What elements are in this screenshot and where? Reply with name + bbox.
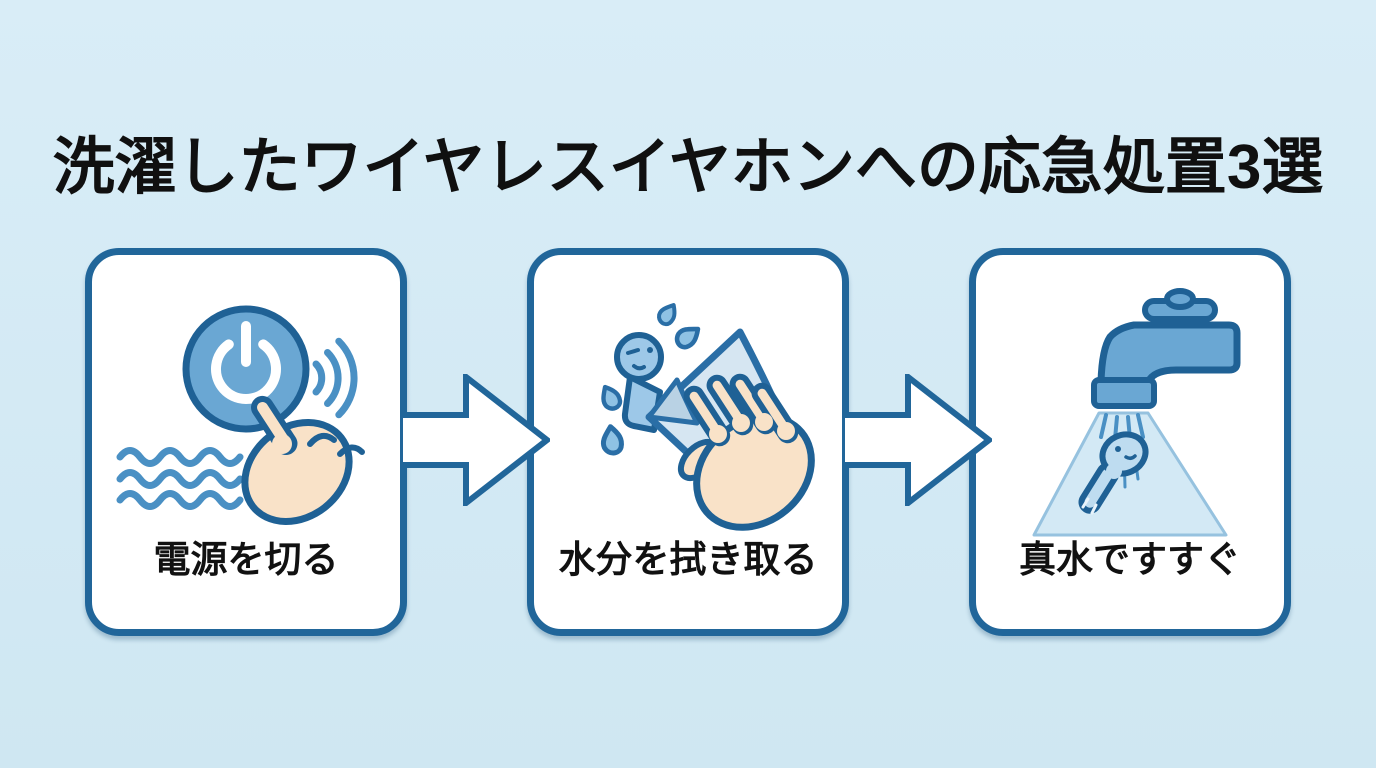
step-label: 電源を切る bbox=[153, 539, 339, 580]
step-card-wipe-moisture: 水分を拭き取る bbox=[527, 248, 849, 636]
water-waves-icon bbox=[116, 447, 244, 510]
right-block-arrow-icon bbox=[400, 374, 550, 506]
step-card-power-off: 電源を切る bbox=[85, 248, 407, 636]
step-card-rinse: 真水ですすぐ bbox=[969, 248, 1291, 636]
step-label: 水分を拭き取る bbox=[558, 539, 818, 580]
step-label: 真水ですすぐ bbox=[1019, 539, 1241, 580]
power-button-icon bbox=[182, 305, 310, 433]
faucet-rinse-icon bbox=[1032, 288, 1241, 537]
earbud-rinse-icon bbox=[1078, 431, 1149, 515]
wipe-moisture-cloth-icon bbox=[600, 303, 815, 531]
faucet-icon bbox=[1091, 288, 1241, 409]
pointing-hand-icon bbox=[241, 395, 365, 525]
wiping-hand-icon bbox=[677, 373, 815, 531]
sound-waves-icon bbox=[312, 337, 358, 419]
right-block-arrow-icon bbox=[842, 374, 992, 506]
power-button-press-icon bbox=[116, 305, 365, 525]
page-title: 洗濯したワイヤレスイヤホンへの応急処置3選 bbox=[52, 132, 1324, 202]
water-droplets-icon bbox=[600, 303, 701, 456]
